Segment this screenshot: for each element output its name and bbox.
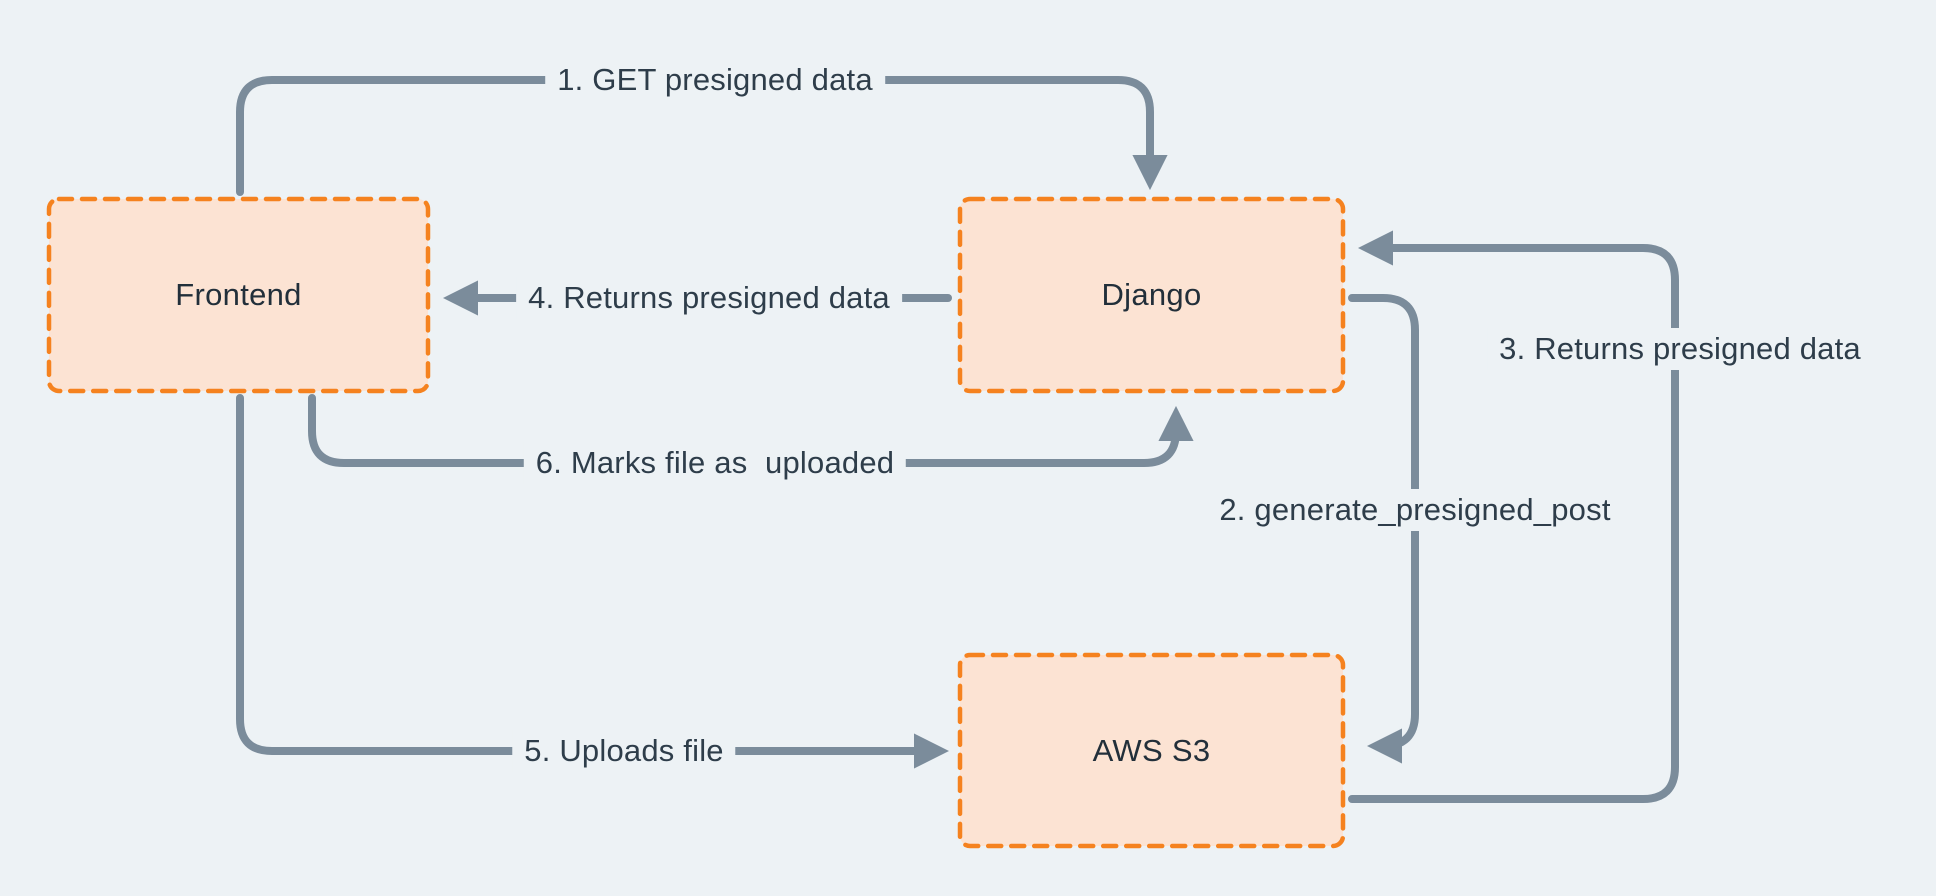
edge-2-label: 2. generate_presigned_post [1207, 489, 1623, 531]
edge-3-arrow [1348, 230, 1679, 803]
edge-3-label: 3. Returns presigned data [1487, 328, 1873, 370]
node-aws-s3-label: AWS S3 [1092, 732, 1211, 768]
edge-6-label: 6. Marks file as uploaded [523, 442, 907, 484]
node-aws-s3-box [957, 652, 1346, 849]
node-django-box [957, 196, 1346, 394]
edge-4-label: 4. Returns presigned data [516, 277, 902, 319]
node-frontend-box [46, 196, 431, 394]
edge-1-label: 1. GET presigned data [545, 59, 885, 101]
edge-5-arrow [236, 394, 950, 769]
node-frontend-label: Frontend [175, 277, 302, 312]
node-django-label: Django [1101, 277, 1202, 312]
edge-5-label: 5. Uploads file [512, 730, 736, 772]
